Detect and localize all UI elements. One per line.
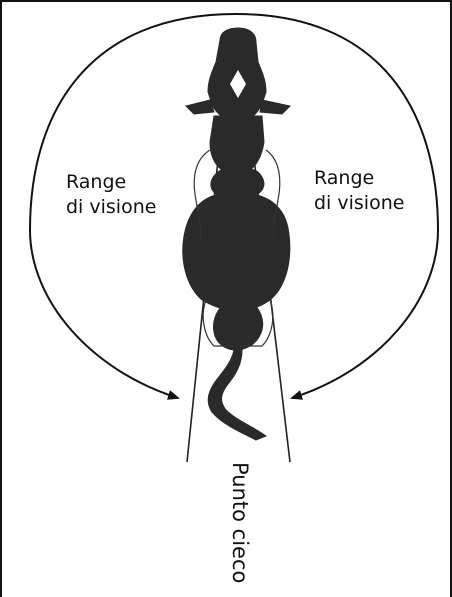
vision-range-right-line1: Range	[314, 166, 404, 191]
blind-spot-label: Punto cieco	[228, 462, 252, 583]
vision-range-right-line2: di visione	[314, 191, 404, 216]
vision-range-label-right: Range di visione	[314, 166, 404, 216]
vision-range-left-line2: di visione	[66, 195, 156, 220]
vision-range-label-left: Range di visione	[66, 170, 156, 220]
vision-range-left-line1: Range	[66, 170, 156, 195]
